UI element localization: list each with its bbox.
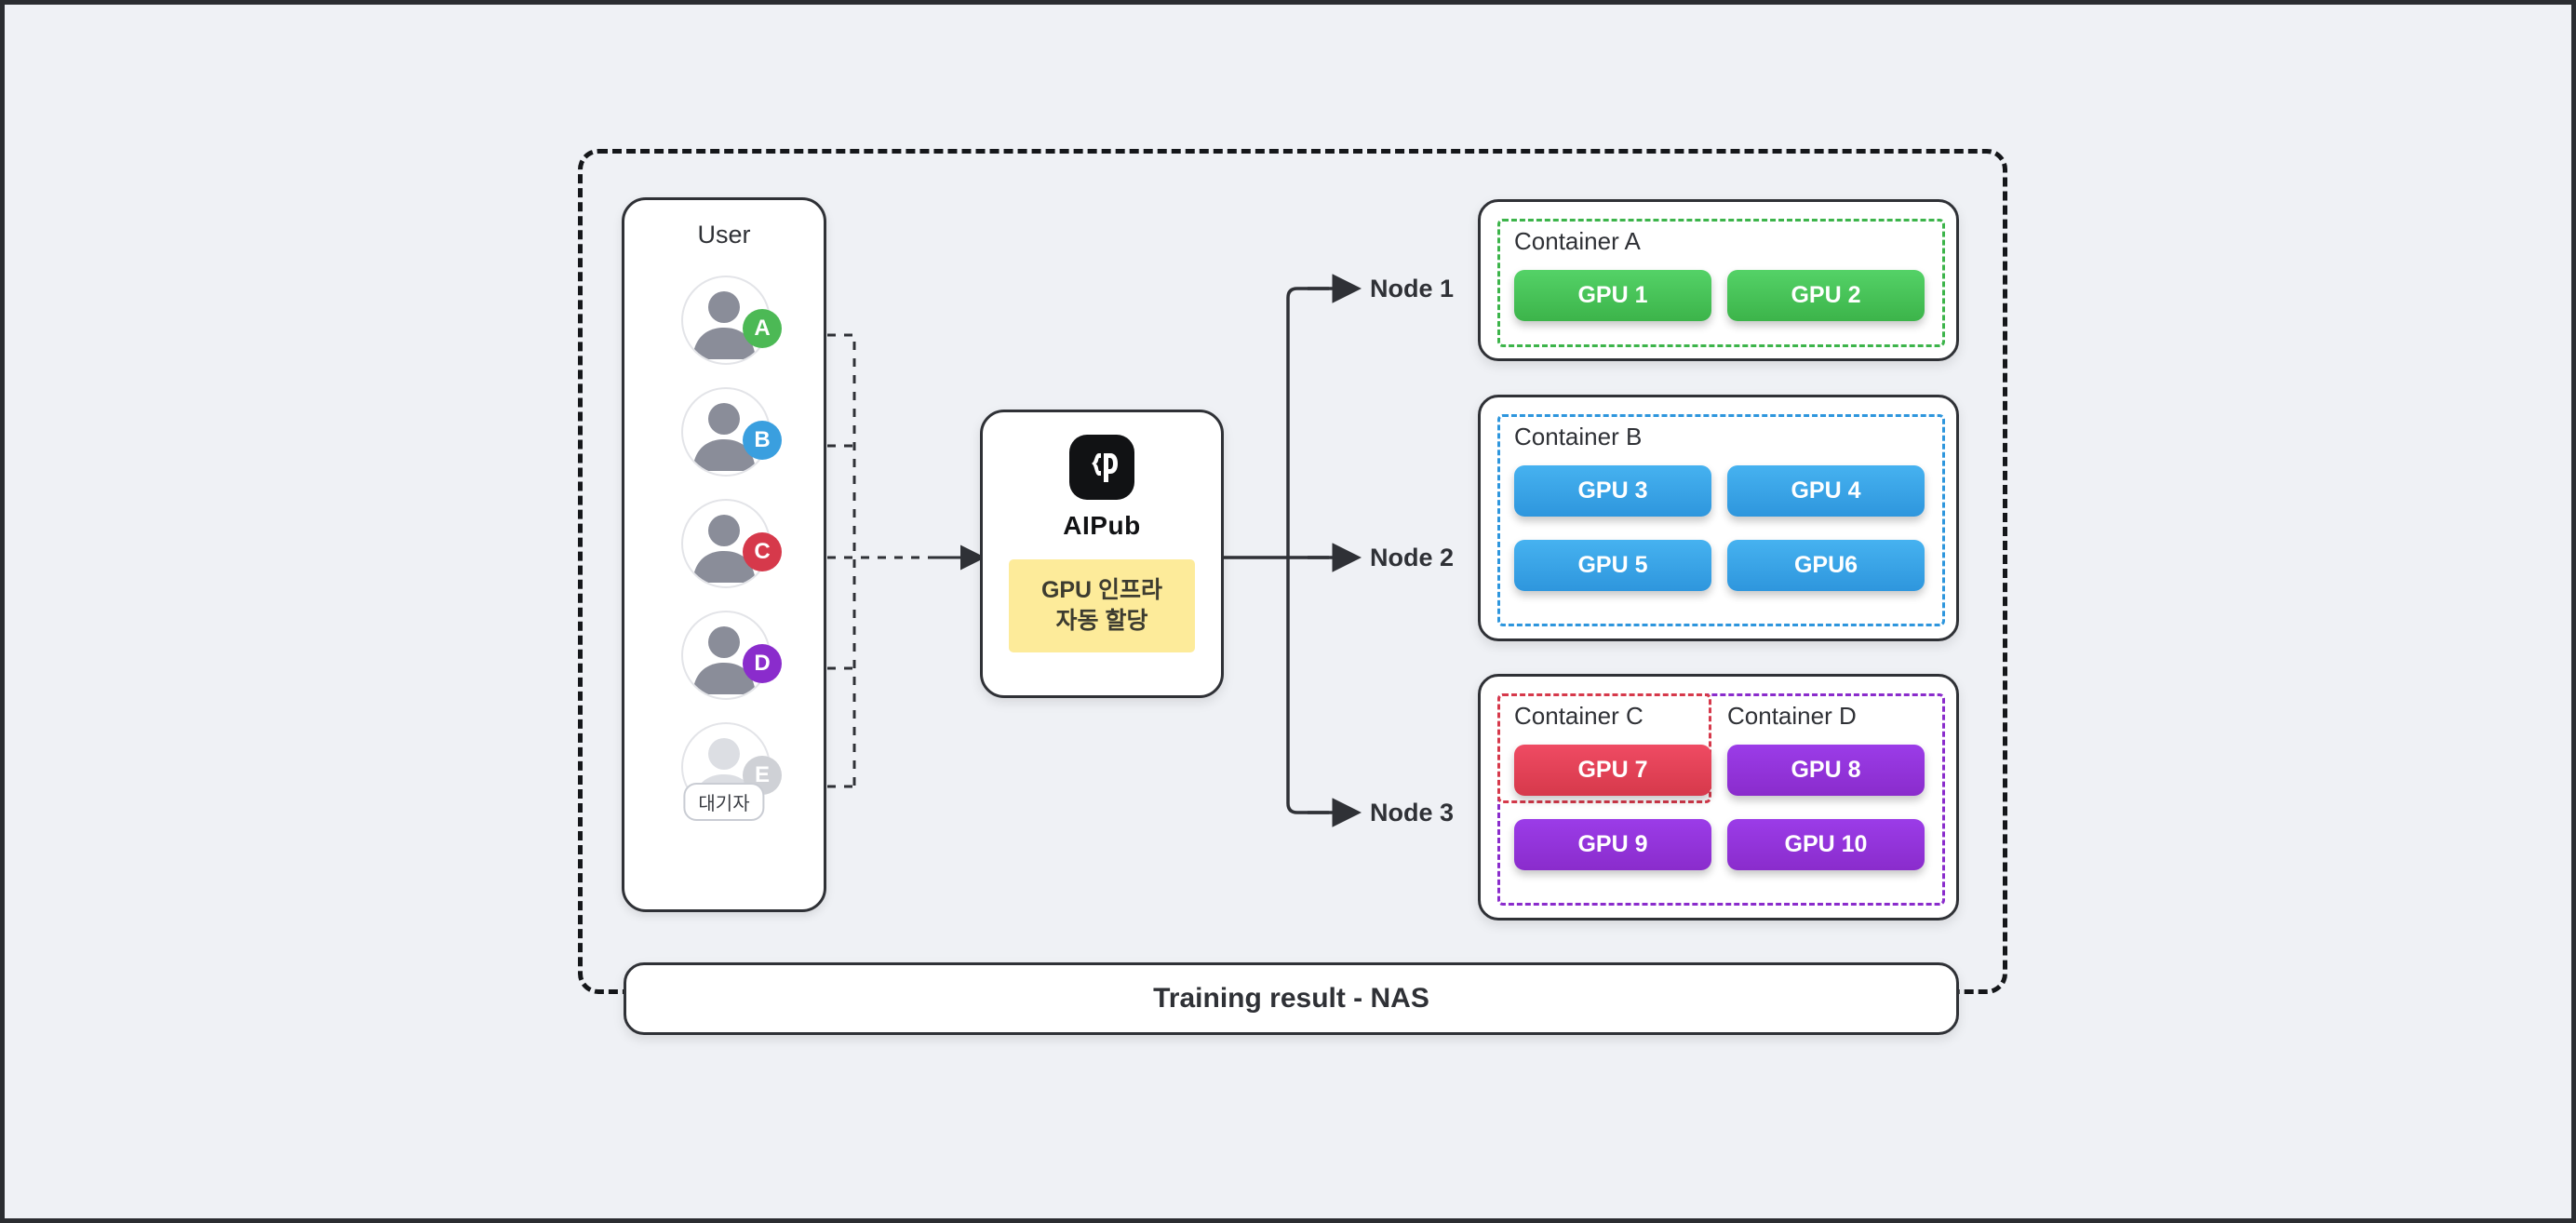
container-label-c: Container C [1514, 702, 1644, 730]
aipub-logo-icon [1069, 435, 1134, 500]
gpu-button-4[interactable]: GPU 4 [1727, 465, 1925, 517]
aipub-panel: AIPub GPU 인프라 자동 할당 [980, 410, 1224, 698]
user-badge-b: B [743, 421, 782, 460]
user-row-a[interactable]: A [624, 262, 824, 374]
gpu-button-9[interactable]: GPU 9 [1514, 819, 1711, 870]
gpu-button-10[interactable]: GPU 10 [1727, 819, 1925, 870]
container-label-a: Container A [1514, 227, 1641, 255]
user-badge-d: D [743, 644, 782, 683]
container-zone-b [1497, 414, 1945, 626]
training-result-nas-bar: Training result - NAS [624, 962, 1959, 1035]
node-card-1: Container A GPU 1 GPU 2 [1478, 199, 1959, 361]
gpu-button-8[interactable]: GPU 8 [1727, 745, 1925, 796]
gpu-button-1[interactable]: GPU 1 [1514, 270, 1711, 321]
gpu-button-2[interactable]: GPU 2 [1727, 270, 1925, 321]
node-card-2: Container B GPU 3 GPU 4 GPU 5 GPU6 [1478, 395, 1959, 641]
gpu-button-5[interactable]: GPU 5 [1514, 540, 1711, 591]
container-label-b: Container B [1514, 423, 1643, 450]
container-label-d: Container D [1727, 702, 1857, 730]
user-panel-title: User [697, 221, 751, 249]
user-row-d[interactable]: D [624, 598, 824, 709]
container-zone-a [1497, 219, 1945, 347]
gpu-button-3[interactable]: GPU 3 [1514, 465, 1711, 517]
user-panel: User A B C [622, 197, 826, 912]
user-row-e[interactable]: E 대기자 [624, 709, 824, 821]
user-badge-c: C [743, 532, 782, 571]
waiting-status-badge: 대기자 [683, 783, 765, 821]
user-badge-a: A [743, 309, 782, 348]
aipub-tagline-line2: 자동 할당 [1055, 608, 1148, 634]
user-row-b[interactable]: B [624, 374, 824, 486]
node-card-3: Container C Container D GPU 7 GPU 8 GPU … [1478, 674, 1959, 921]
avatar [681, 387, 771, 477]
aipub-tagline-line1: GPU 인프라 [1040, 577, 1163, 603]
node-label-3: Node 3 [1370, 799, 1455, 827]
user-row-c[interactable]: C [624, 486, 824, 598]
gpu-button-6[interactable]: GPU6 [1727, 540, 1925, 591]
aipub-tagline: GPU 인프라 자동 할당 [1009, 559, 1195, 652]
gpu-button-7[interactable]: GPU 7 [1514, 745, 1711, 796]
node-label-1: Node 1 [1370, 275, 1455, 302]
node-label-2: Node 2 [1370, 544, 1455, 571]
aipub-name: AIPub [1063, 511, 1141, 540]
